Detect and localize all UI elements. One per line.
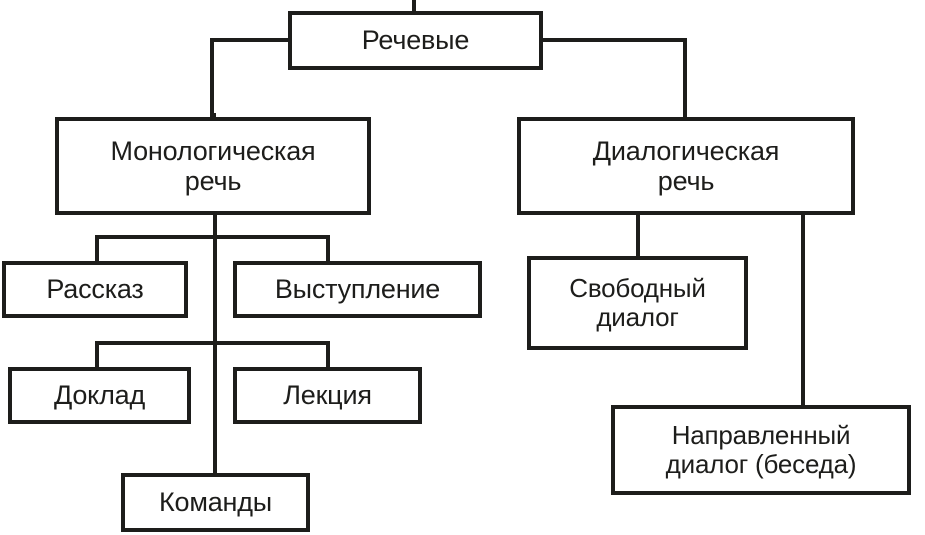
node-lekciya[interactable]: Лекция	[233, 367, 422, 424]
connector-monolog-top-bar	[210, 113, 216, 117]
node-root[interactable]: Речевые	[288, 11, 543, 70]
connector-root-to-monolog-vertical	[210, 38, 214, 117]
node-komandy-label: Команды	[159, 487, 272, 518]
connector-dialog-to-svobodny	[636, 213, 640, 258]
connector-monolog-split-bar-1	[95, 235, 330, 239]
connector-root-to-dialog-vertical	[683, 38, 687, 117]
connector-monolog-split-bar-2	[95, 341, 330, 345]
node-komandy[interactable]: Команды	[121, 473, 310, 532]
connector-root-top-stub	[412, 0, 416, 13]
node-dialogicheskaya-rech-label: Диалогическая речь	[592, 135, 780, 196]
connector-to-vystuplenie	[326, 235, 330, 263]
node-lekciya-label: Лекция	[283, 380, 372, 411]
node-vystuplenie[interactable]: Выступление	[233, 261, 482, 318]
node-svobodny-dialog-label: Свободный диалог	[569, 272, 706, 332]
connector-to-doklad	[95, 341, 99, 369]
node-monologicheskaya-rech-label: Монологическая речь	[110, 135, 316, 196]
node-doklad[interactable]: Доклад	[8, 367, 191, 424]
connector-dialog-to-napravlenny	[801, 213, 805, 407]
node-monologicheskaya-rech[interactable]: Монологическая речь	[55, 117, 371, 215]
connector-root-to-monolog-horizontal	[210, 38, 290, 42]
node-rasskaz[interactable]: Рассказ	[2, 261, 188, 318]
connector-root-to-dialog-horizontal	[541, 38, 687, 42]
node-napravlenny-dialog[interactable]: Направленный диалог (беседа)	[611, 405, 911, 495]
connector-to-lekciya	[326, 341, 330, 369]
node-doklad-label: Доклад	[53, 380, 146, 411]
node-napravlenny-dialog-label: Направленный диалог (беседа)	[665, 419, 857, 479]
node-rasskaz-label: Рассказ	[46, 274, 144, 305]
node-root-label: Речевые	[361, 25, 470, 56]
connector-to-rasskaz	[95, 235, 99, 263]
node-dialogicheskaya-rech[interactable]: Диалогическая речь	[517, 117, 855, 215]
node-vystuplenie-label: Выступление	[274, 274, 441, 305]
node-svobodny-dialog[interactable]: Свободный диалог	[527, 256, 748, 350]
